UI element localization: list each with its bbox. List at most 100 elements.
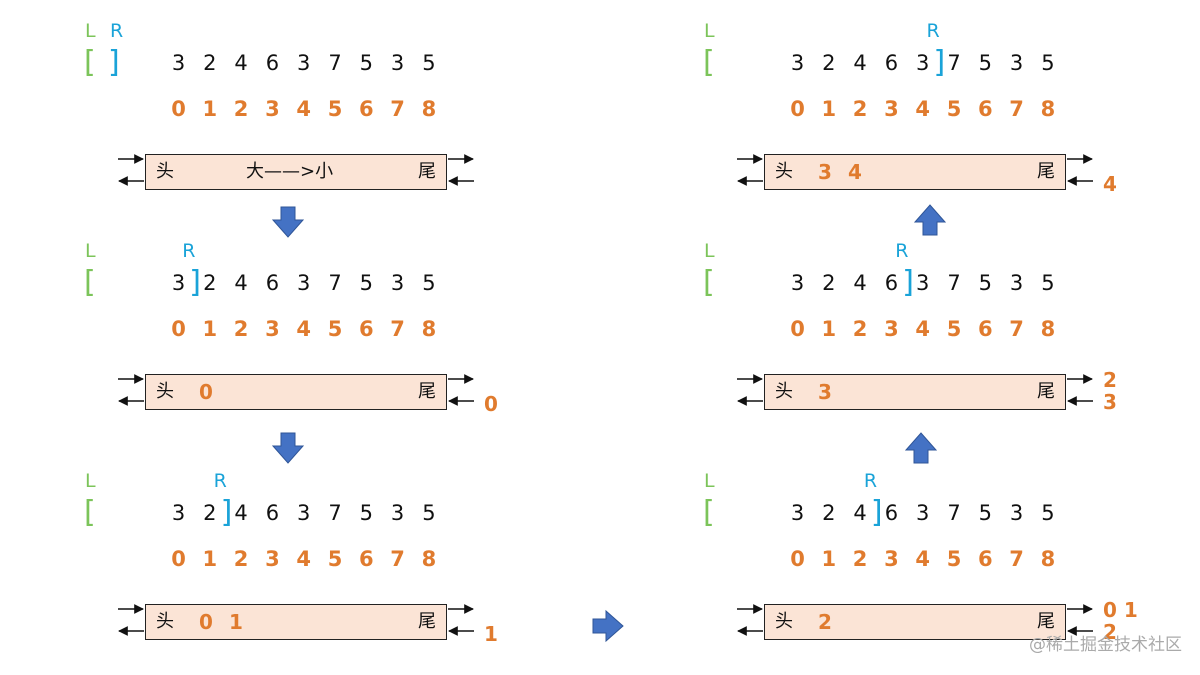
array-index: 5 xyxy=(327,317,343,341)
array-index: 6 xyxy=(977,97,993,121)
array-value: 3 xyxy=(297,51,311,75)
tail-operation-value: 2 xyxy=(1103,368,1117,392)
array-index: 1 xyxy=(202,97,218,121)
array-value: 2 xyxy=(203,51,217,75)
deque-head-label: 头 xyxy=(775,611,793,632)
array-value: 6 xyxy=(265,501,280,525)
array-value: 5 xyxy=(359,501,373,525)
tail-operation-value: 1 xyxy=(484,622,498,646)
deque-box: 头尾大——>小 xyxy=(145,154,447,190)
array-value: 3 xyxy=(390,271,405,295)
tail-operation-value: 2 xyxy=(1103,620,1117,644)
array-index: 7 xyxy=(390,317,405,341)
array-value: 5 xyxy=(978,51,992,75)
deque-tail-label: 尾 xyxy=(418,611,436,632)
array-index: 5 xyxy=(327,97,343,121)
array-index: 8 xyxy=(421,317,437,341)
array-value: 3 xyxy=(171,51,186,75)
array-value: 7 xyxy=(947,51,961,75)
array-index: 6 xyxy=(977,317,993,341)
array-value: 3 xyxy=(297,501,311,525)
array-index: 2 xyxy=(852,317,868,341)
right-pointer-label: R xyxy=(182,240,196,262)
array-index: 5 xyxy=(327,547,343,571)
array-index: 0 xyxy=(790,317,805,341)
deque-tail-in-arrow xyxy=(448,626,474,636)
array-value: 3 xyxy=(916,271,930,295)
array-value: 2 xyxy=(822,51,836,75)
array-value: 3 xyxy=(171,501,186,525)
right-pointer-label: R xyxy=(213,470,227,492)
array-value: 6 xyxy=(884,51,899,75)
deque-tail-in-arrow xyxy=(448,396,474,406)
deque-tail-out-arrow xyxy=(448,154,474,164)
array-value: 4 xyxy=(234,271,248,295)
deque-item: 3 xyxy=(818,160,832,184)
array-index: 8 xyxy=(421,97,437,121)
array-index: 0 xyxy=(790,97,805,121)
array-index: 0 xyxy=(171,97,186,121)
array-value: 4 xyxy=(234,51,248,75)
deque-item: 0 xyxy=(199,610,213,634)
deque-tail-out-arrow xyxy=(448,604,474,614)
array-index: 4 xyxy=(915,97,930,121)
array-index: 6 xyxy=(977,547,993,571)
right-pointer-label: R xyxy=(110,20,124,42)
deque-head-label: 头 xyxy=(156,611,174,632)
array-value: 5 xyxy=(422,51,436,75)
deque-item: 1 xyxy=(229,610,243,634)
array-index: 4 xyxy=(296,547,311,571)
array-value: 6 xyxy=(884,501,899,525)
deque-head-out-arrow xyxy=(737,396,763,406)
deque-head-out-arrow xyxy=(737,626,763,636)
array-value: 2 xyxy=(203,271,217,295)
array-index: 5 xyxy=(946,547,962,571)
array-value: 2 xyxy=(822,501,836,525)
array-index: 4 xyxy=(296,317,311,341)
array-value: 4 xyxy=(853,271,867,295)
right-pointer-label: R xyxy=(926,20,940,42)
deque-tail-label: 尾 xyxy=(1037,161,1055,182)
array-index: 6 xyxy=(358,97,374,121)
array-value: 3 xyxy=(297,271,311,295)
left-window-bracket: [ xyxy=(703,45,715,80)
deque-tail-in-arrow xyxy=(1067,396,1093,406)
array-index: 3 xyxy=(884,547,899,571)
array-value: 5 xyxy=(1041,51,1055,75)
array-value: 6 xyxy=(265,271,280,295)
array-value: 3 xyxy=(390,51,405,75)
array-value: 2 xyxy=(822,271,836,295)
array-index: 8 xyxy=(421,547,437,571)
left-window-bracket: [ xyxy=(703,265,715,300)
left-window-bracket: [ xyxy=(703,495,715,530)
deque-head-label: 头 xyxy=(775,381,793,402)
deque-head-in-arrow xyxy=(737,604,763,614)
array-value: 5 xyxy=(422,501,436,525)
array-value: 6 xyxy=(884,271,899,295)
deque-head-out-arrow xyxy=(118,626,144,636)
deque-head-label: 头 xyxy=(775,161,793,182)
array-index: 6 xyxy=(358,547,374,571)
deque-head-label: 头 xyxy=(156,161,174,182)
array-value: 3 xyxy=(916,51,930,75)
left-pointer-label: L xyxy=(85,470,96,492)
left-pointer-label: L xyxy=(704,470,715,492)
deque-tail-label: 尾 xyxy=(418,161,436,182)
array-index: 7 xyxy=(1009,317,1024,341)
array-value: 5 xyxy=(359,51,373,75)
array-value: 4 xyxy=(234,501,248,525)
flow-arrow-up xyxy=(913,204,947,236)
left-pointer-label: L xyxy=(704,240,715,262)
left-pointer-label: L xyxy=(704,20,715,42)
array-value: 5 xyxy=(422,271,436,295)
array-index: 1 xyxy=(202,547,218,571)
array-value: 5 xyxy=(1041,271,1055,295)
